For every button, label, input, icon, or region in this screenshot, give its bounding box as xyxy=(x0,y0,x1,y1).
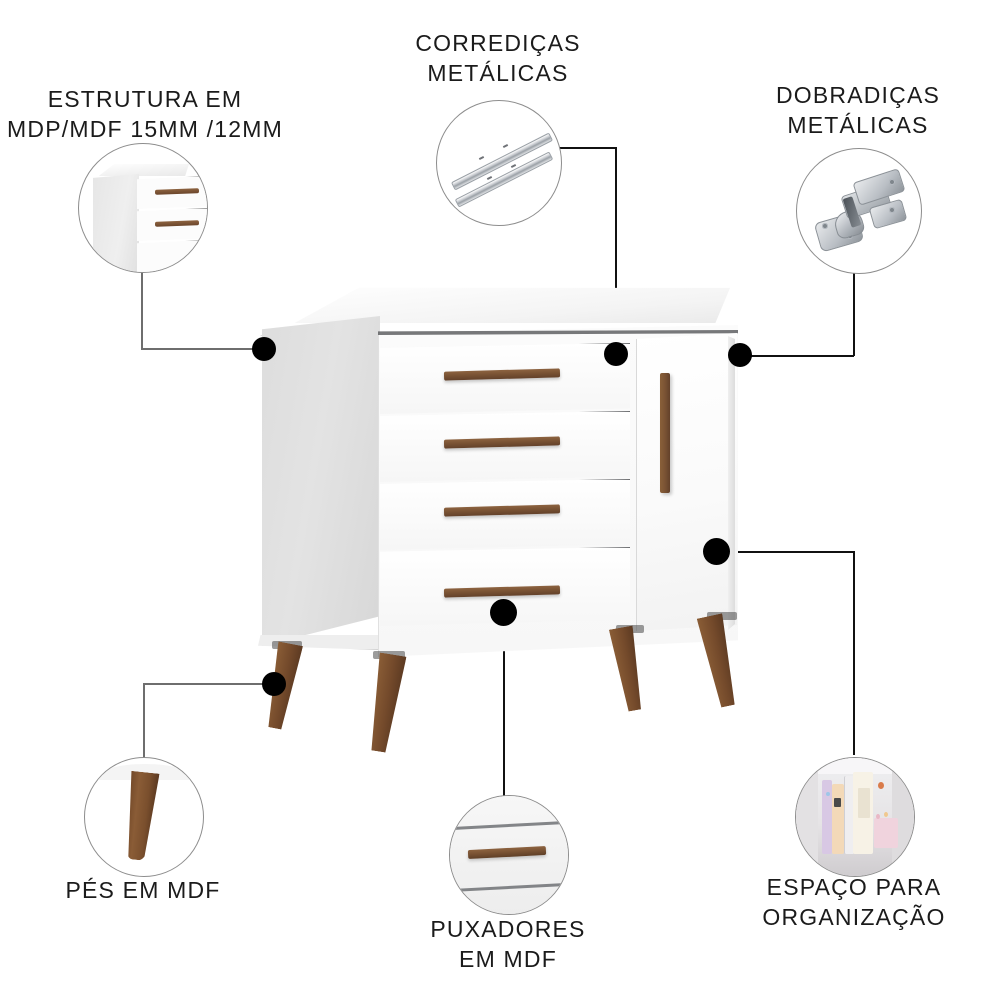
shelf-storage-icon xyxy=(796,758,914,876)
callout-dot-corredicas xyxy=(604,342,628,366)
connector-estrutura-horizontal xyxy=(141,348,264,350)
connector-espaco-vertical xyxy=(853,551,855,755)
bubble-estrutura xyxy=(78,143,208,273)
connector-corredicas-vertical xyxy=(615,147,617,355)
product-illustration-chest-of-drawers xyxy=(250,285,750,705)
cabinet-corner-icon xyxy=(79,144,207,272)
label-dobradicas: DOBRADIÇAS METÁLICAS xyxy=(775,82,941,138)
label-corredicas: CORREDIÇAS METÁLICAS xyxy=(415,30,581,86)
connector-corredicas-horizontal xyxy=(558,147,617,149)
connector-puxadores-vertical xyxy=(503,613,505,799)
callout-dot-espaco xyxy=(703,538,730,565)
label-espaco: ESPAÇO PARA ORGANIZAÇÃO xyxy=(762,874,946,930)
leg-front-left xyxy=(365,652,407,753)
callout-dot-pes xyxy=(262,672,286,696)
cabinet-door xyxy=(636,333,737,631)
cabinet-hinge-icon xyxy=(797,149,921,273)
bubble-corredicas xyxy=(436,100,562,226)
label-estrutura: ESTRUTURA EM MDP/MDF 15MM /12MM xyxy=(7,86,283,142)
connector-pes-vertical xyxy=(143,683,145,769)
connector-espaco-horizontal xyxy=(716,551,854,553)
connector-dobradicas-horizontal xyxy=(740,355,854,357)
cabinet-left-side-panel xyxy=(262,316,380,646)
connector-estrutura-vertical xyxy=(141,270,143,349)
wood-handle-icon xyxy=(450,796,568,914)
drawer-slide-icon xyxy=(437,101,561,225)
bubble-pes xyxy=(84,757,204,877)
cabinet-front-top-seam xyxy=(378,330,738,335)
connector-dobradicas-vertical xyxy=(853,262,855,356)
bubble-puxadores xyxy=(449,795,569,915)
callout-dot-dobradicas xyxy=(728,343,752,367)
door-handle xyxy=(660,373,670,493)
wooden-leg-icon xyxy=(85,758,203,876)
bubble-espaco xyxy=(795,757,915,877)
callout-dot-estrutura xyxy=(252,337,276,361)
label-pes: PÉS EM MDF xyxy=(65,877,221,903)
cabinet-right-edge xyxy=(728,336,735,630)
callout-dot-puxadores xyxy=(490,599,517,626)
bubble-dobradicas xyxy=(796,148,922,274)
connector-pes-horizontal xyxy=(143,683,274,685)
cabinet-front-face xyxy=(378,325,738,657)
label-puxadores: PUXADORES EM MDF xyxy=(430,916,586,972)
